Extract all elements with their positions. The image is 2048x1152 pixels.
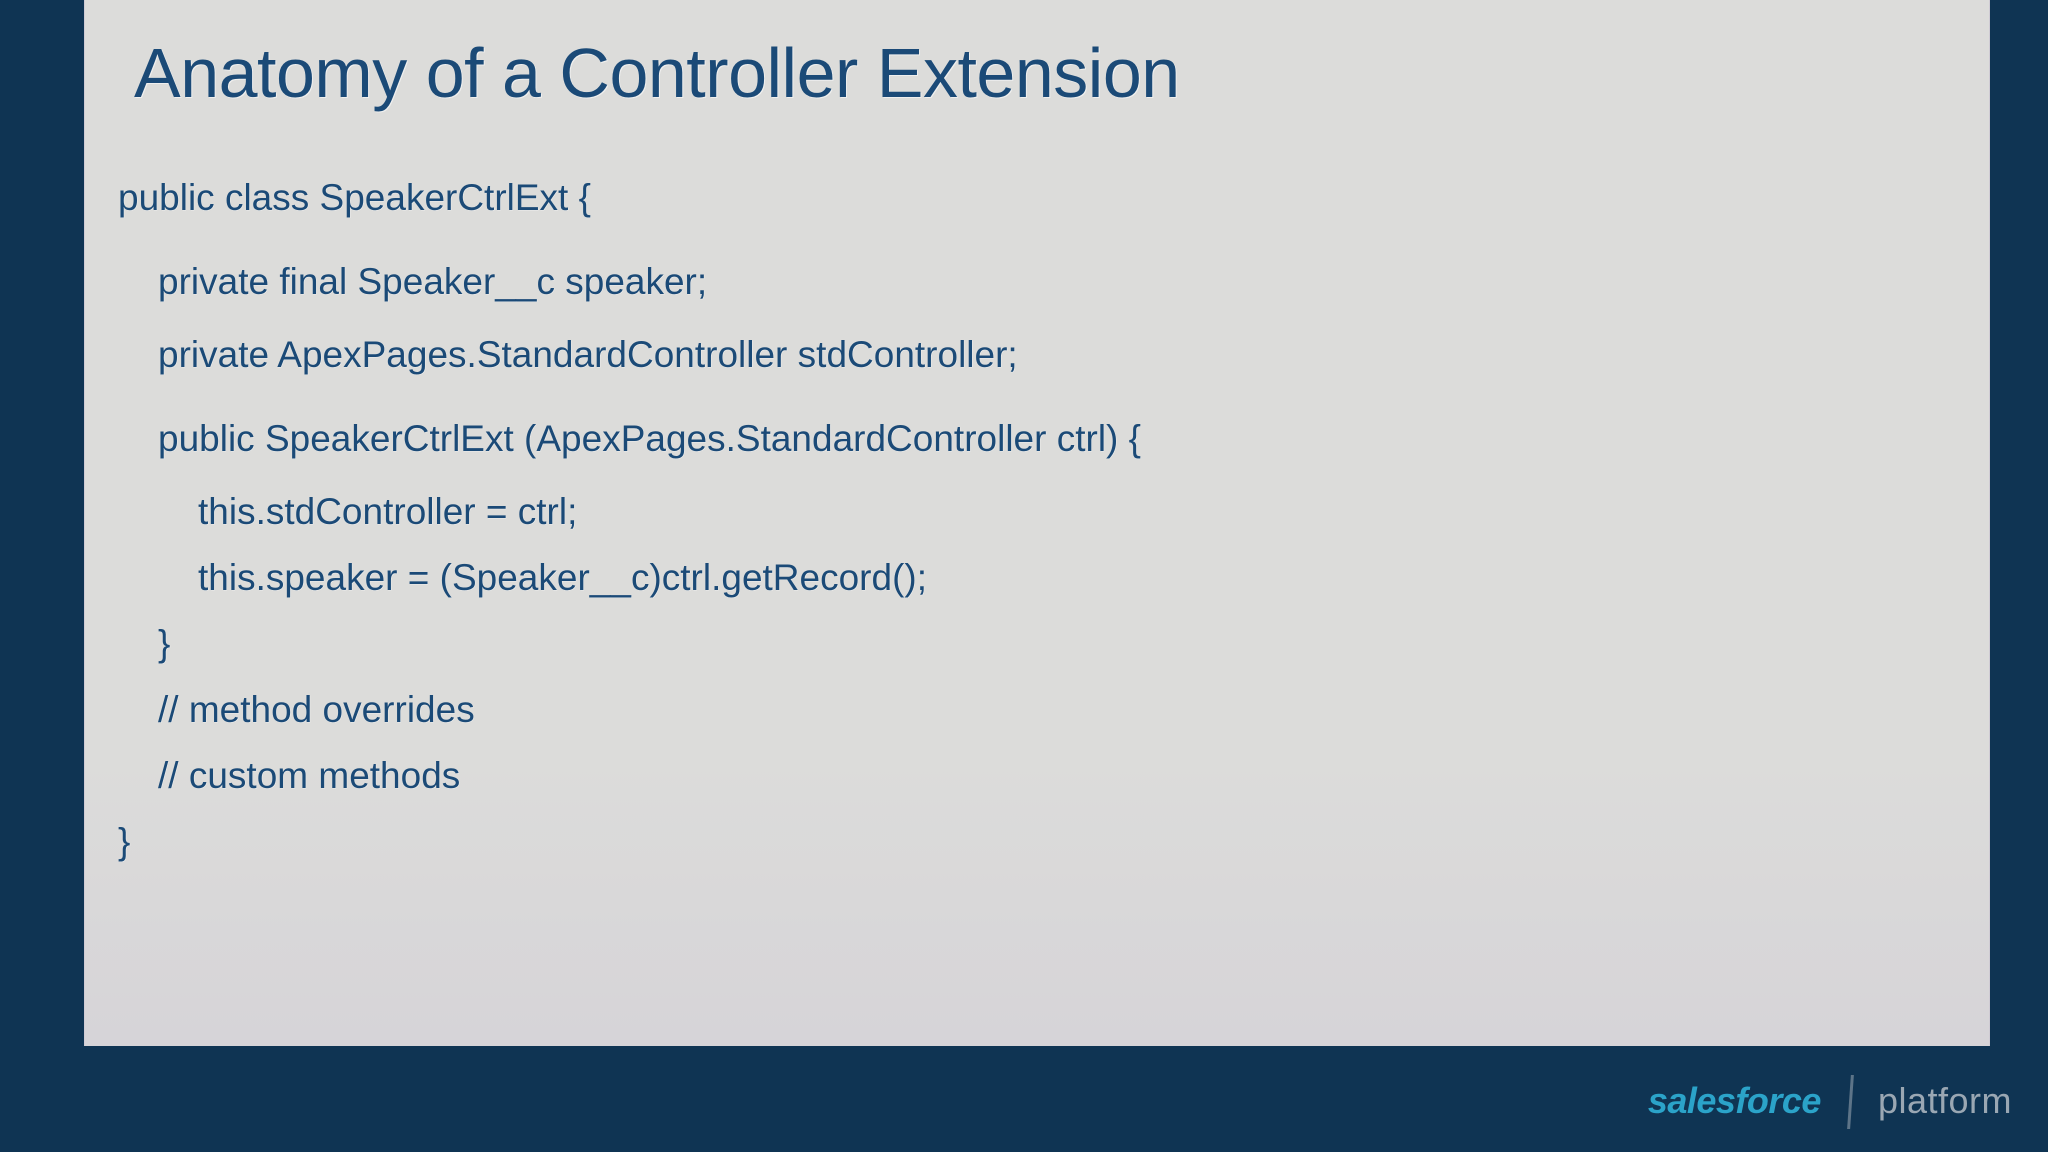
platform-wordmark: platform: [1877, 1080, 2012, 1121]
code-line: }: [118, 821, 131, 862]
code-spacer: [118, 600, 1970, 622]
code-line: }: [158, 623, 171, 664]
salesforce-platform-logo: salesforce platform: [1648, 1074, 2012, 1130]
page-title: Anatomy of a Controller Extension: [134, 34, 1180, 112]
code-spacer: [118, 666, 1970, 688]
code-line: // method overrides: [158, 689, 475, 730]
code-spacer: [118, 798, 1970, 820]
code-spacer: [118, 377, 1970, 417]
code-spacer: [118, 732, 1970, 754]
code-spacer: [118, 304, 1970, 333]
code-line: public class SpeakerCtrlExt {: [118, 177, 591, 218]
code-spacer: [118, 220, 1970, 260]
code-line: // custom methods: [158, 755, 461, 796]
code-spacer: [118, 461, 1970, 490]
code-line: private ApexPages.StandardController std…: [158, 334, 1018, 375]
code-line: this.stdController = ctrl;: [198, 491, 578, 532]
code-line: public SpeakerCtrlExt (ApexPages.Standar…: [158, 418, 1142, 459]
code-line: this.speaker = (Speaker__c)ctrl.getRecor…: [198, 557, 927, 598]
slide-content-panel: Anatomy of a Controller Extension public…: [84, 0, 1990, 1046]
code-line: private final Speaker__c speaker;: [158, 261, 708, 302]
code-block: public class SpeakerCtrlExt { private fi…: [118, 176, 1970, 864]
salesforce-wordmark: salesforce: [1647, 1080, 1822, 1121]
logo-divider: [1847, 1075, 1854, 1129]
code-spacer: [118, 534, 1970, 556]
